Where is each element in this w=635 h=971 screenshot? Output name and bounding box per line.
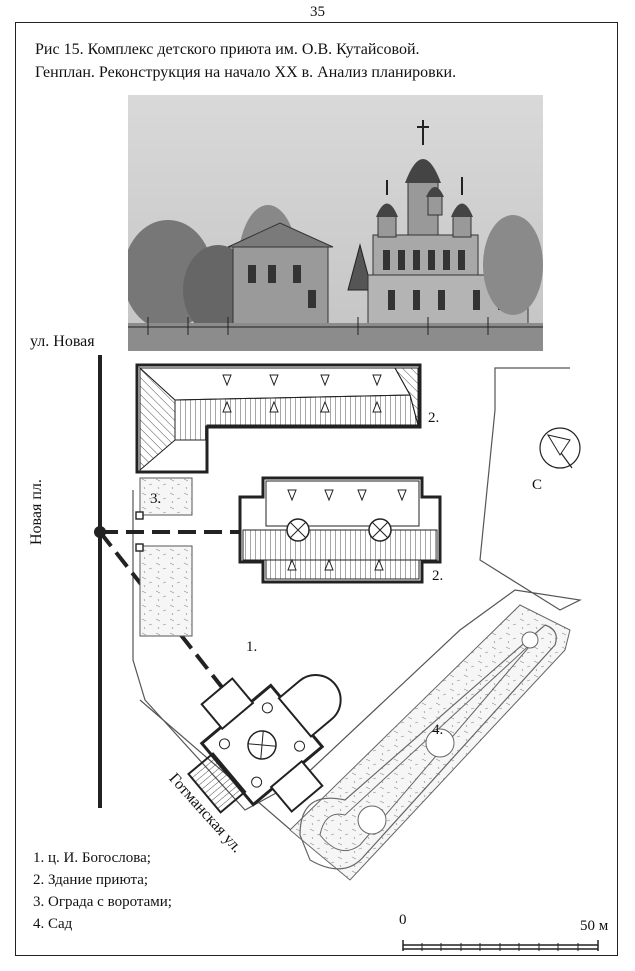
orphanage-building-north [135, 363, 422, 474]
label-fence: 3. [150, 491, 162, 507]
legend: 1. ц. И. Богослова; 2. Здание приюта; 3.… [33, 847, 172, 935]
north-arrow-icon [539, 427, 581, 469]
legend-item: 1. ц. И. Богослова; [33, 850, 151, 866]
garden [289, 604, 571, 881]
caption-line-1: Рис 15. Комплекс детского приюта им. О.В… [35, 41, 420, 58]
caption-line-2: Генплан. Реконструкция на начало XX в. А… [35, 64, 457, 81]
label-north: С [532, 477, 543, 493]
legend-item: 2. Здание приюта; [33, 872, 149, 888]
page-frame [15, 22, 618, 956]
scale-start-label: 0 [399, 912, 407, 928]
label-garden: 4. [432, 722, 444, 738]
fence-zone-north [139, 477, 193, 516]
fence-zone-south [139, 545, 193, 637]
label-orphanage-north: 2. [428, 410, 440, 426]
legend-item: 4. Сад [33, 916, 73, 932]
square-node [94, 526, 106, 538]
scale-end-label: 50 м [580, 918, 609, 934]
gate-post-north [135, 511, 144, 520]
historical-photo [128, 95, 543, 351]
novaya-square-label: Новая пл. [28, 479, 45, 545]
novaya-street-label: ул. Новая [30, 333, 95, 350]
label-orphanage-south: 2. [432, 568, 444, 584]
legend-item: 3. Ограда с воротами; [33, 894, 172, 910]
page-number: 35 [310, 4, 325, 20]
figure-caption: Рис 15. Комплекс детского приюта им. О.В… [35, 38, 595, 84]
label-church: 1. [246, 639, 258, 655]
scale-bar [402, 940, 599, 951]
gate-post-south [135, 543, 144, 552]
church-building [187, 674, 342, 814]
site-boundary [132, 367, 582, 811]
orphanage-building-south [238, 476, 442, 584]
